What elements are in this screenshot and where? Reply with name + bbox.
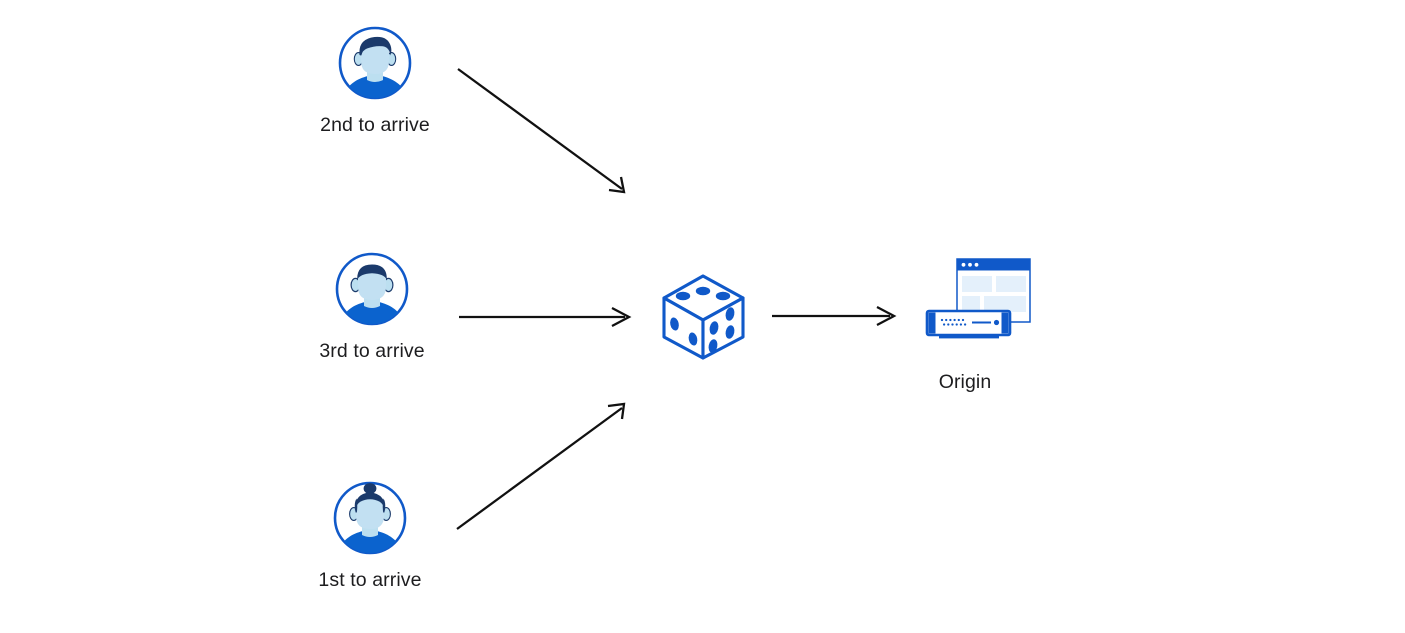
edge-3rd-to-dice bbox=[459, 306, 632, 328]
user-avatar-icon bbox=[331, 479, 409, 557]
user-avatar-icon bbox=[336, 24, 414, 102]
node-label-client-1st: 1st to arrive bbox=[318, 569, 422, 591]
dice-icon bbox=[650, 262, 760, 377]
node-randomizer[interactable] bbox=[650, 262, 760, 372]
edge-1st-to-dice bbox=[456, 402, 626, 530]
node-label-client-2nd: 2nd to arrive bbox=[320, 114, 430, 136]
origin-server-icon bbox=[895, 255, 1035, 360]
node-client-1st[interactable]: 1st to arrive bbox=[300, 479, 440, 593]
node-origin[interactable]: Origin bbox=[865, 255, 1065, 395]
dice-top-pips bbox=[675, 286, 731, 301]
node-client-3rd[interactable]: 3rd to arrive bbox=[302, 250, 442, 364]
edge-2nd-to-dice bbox=[457, 68, 626, 194]
user-avatar-icon bbox=[333, 250, 411, 328]
dice-right-pips bbox=[708, 307, 735, 353]
node-client-2nd[interactable]: 2nd to arrive bbox=[305, 24, 445, 138]
node-label-origin: Origin bbox=[938, 371, 992, 393]
node-label-client-3rd: 3rd to arrive bbox=[319, 340, 425, 362]
dice-left-pips bbox=[670, 317, 698, 346]
server-device bbox=[925, 309, 1012, 339]
